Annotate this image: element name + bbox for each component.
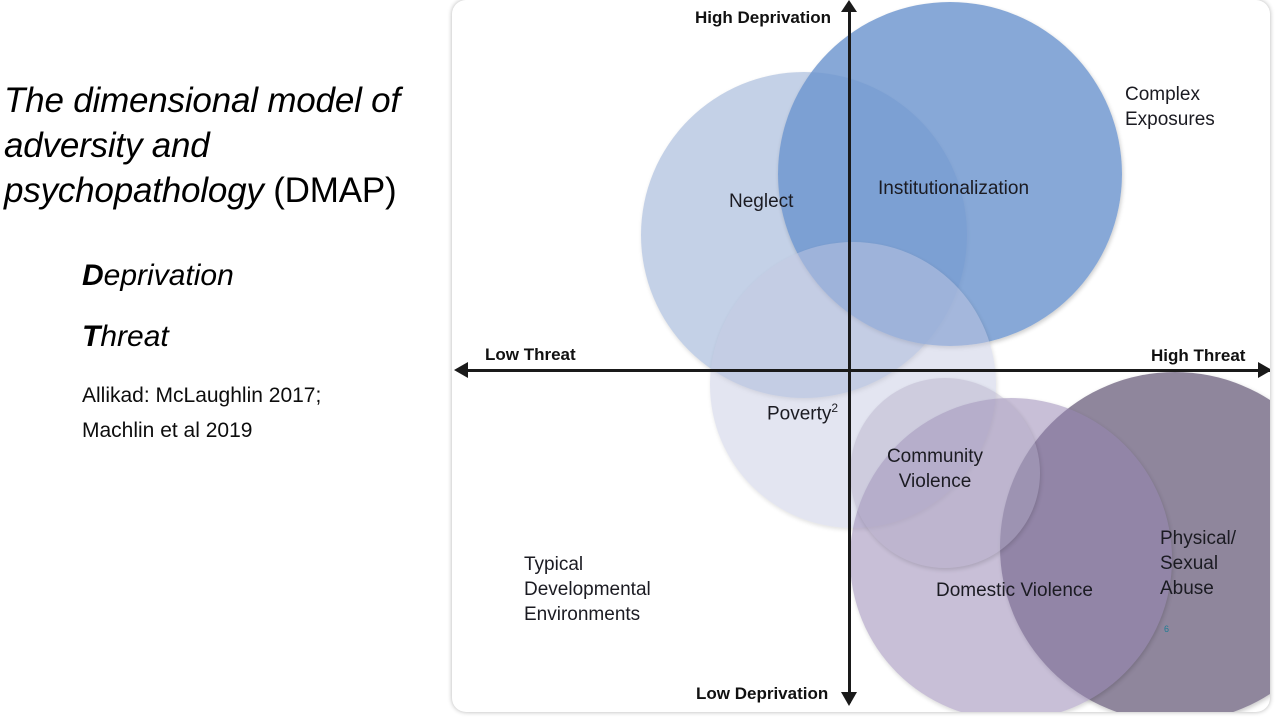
label-poverty-superscript: 2 [831,401,839,415]
slide-text-column: The dimensional model of adversity and p… [0,0,452,717]
axis-label-low-deprivation: Low Deprivation [696,684,829,703]
page-title: The dimensional model of adversity and p… [4,78,456,213]
arrow-right-icon [1258,362,1270,378]
label-poverty-text: Poverty [767,403,832,425]
page-title-upright: (DMAP) [263,171,397,210]
citation-line-1: Allikad: McLaughlin 2017; [82,384,322,407]
citation-block: Allikad: McLaughlin 2017; Machlin et al … [82,378,422,448]
dimension-item-threat: Threat [82,319,442,355]
arrow-left-icon [454,362,468,378]
dimension-list: Deprivation Threat [82,258,442,380]
dimension-rest-deprivation: eprivation [103,259,234,292]
deprivation-axis-line [848,3,851,703]
label-neglect: Neglect [729,191,794,212]
axis-label-high-deprivation: High Deprivation [695,8,832,27]
dimension-item-deprivation: Deprivation [82,258,442,294]
figure-footnote-marker: 6 [1164,624,1170,634]
label-domestic-violence: Domestic Violence [936,580,1094,601]
page-title-italic: The dimensional model of adversity and p… [4,81,400,210]
dmap-figure-panel: High Deprivation Low Deprivation Low Thr… [452,0,1270,712]
axis-label-low-threat: Low Threat [485,345,576,364]
arrow-down-icon [841,692,857,706]
citation-line-2: Machlin et al 2019 [82,419,253,442]
arrow-up-icon [841,0,857,12]
dmap-figure-canvas: High Deprivation Low Deprivation Low Thr… [452,0,1270,712]
label-poverty: Poverty2 [767,396,838,426]
threat-axis-line [458,369,1270,372]
circle-institutionalization [778,2,1122,346]
label-institutionalization: Institutionalization [878,178,1030,199]
circle-domestic-violence [850,398,1172,712]
circle-community-violence [850,378,1040,568]
axis-label-high-threat: High Threat [1151,346,1246,365]
dimension-rest-threat: hreat [100,320,169,353]
dimension-initial-t: T [82,320,101,353]
dimension-initial-d: D [82,259,104,292]
